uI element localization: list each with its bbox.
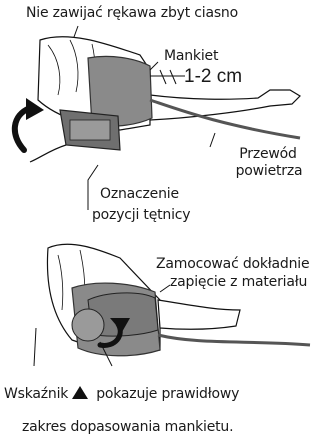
fasten-label-line2: zapięcie z materiału	[170, 274, 307, 291]
cuff-strap	[30, 145, 66, 162]
cuff-label: Mankiet	[164, 48, 218, 65]
artery-mark-label-line1: Oznaczenie	[100, 186, 179, 203]
bottom-forearm	[158, 300, 240, 329]
fasten-leader-line	[160, 285, 170, 292]
air-tube-label-line2: powietrza	[226, 163, 312, 180]
fasten-label-line1: Zamocować dokładnie	[156, 256, 309, 273]
artery-mark-leader-line	[88, 165, 98, 210]
top-warning-label: Nie zawijać rękawa zbyt ciasno	[26, 5, 238, 22]
air-tube-label-line1: Przewód	[228, 146, 308, 163]
triangle-up-icon	[72, 386, 88, 399]
distance-tick-right	[170, 70, 176, 84]
hand-pressing	[72, 309, 104, 341]
bottom-air-tube	[158, 335, 310, 345]
indicator-caption-end: pokazuje prawidłowy	[96, 386, 239, 402]
distance-label: 1-2 cm	[184, 66, 242, 88]
cuff-leader-line	[150, 62, 158, 70]
forearm	[150, 90, 300, 120]
cuff-velcro-patch	[70, 120, 110, 140]
fit-range-caption: zakres dopasowania mankietu.	[22, 419, 233, 436]
indicator-caption-start: Wskaźnik	[4, 386, 68, 402]
air-tube-leader-line	[210, 133, 215, 147]
indicator-leader-left	[34, 328, 36, 366]
artery-mark-label-line2: pozycji tętnicy	[92, 207, 190, 224]
distance-tick-left	[160, 70, 166, 84]
indicator-caption: Wskaźnik pokazuje prawidłowy	[4, 386, 239, 403]
